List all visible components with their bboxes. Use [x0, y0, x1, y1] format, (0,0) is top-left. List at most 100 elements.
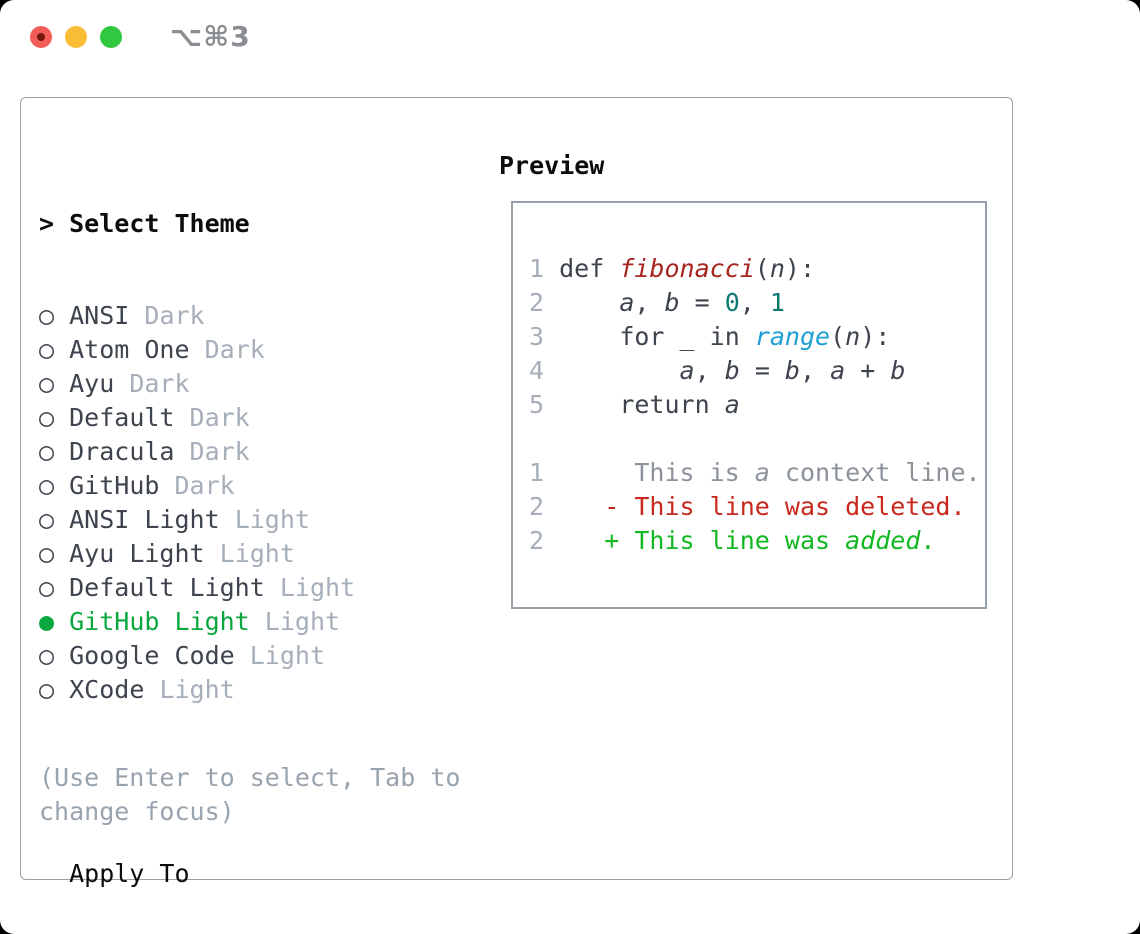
theme-picker-panel: > Select Theme ○ ANSI Dark○ Atom One Dar… — [20, 97, 1013, 888]
theme-name: ANSI — [69, 301, 130, 330]
line-number: 2 — [529, 526, 545, 555]
line-number: 3 — [529, 322, 545, 351]
theme-option-github-light[interactable]: ● GitHub Light Light — [39, 605, 355, 639]
code-segment: a — [619, 288, 635, 317]
code-segment: This is — [544, 458, 755, 487]
theme-variant-tag: Light — [264, 607, 341, 636]
theme-variant-tag: Dark — [144, 301, 205, 330]
theme-name: ANSI Light — [69, 505, 220, 534]
code-segment: n — [845, 322, 861, 351]
preview-header: Preview — [499, 151, 605, 180]
theme-option-ansi-light[interactable]: ○ ANSI Light Light — [39, 503, 355, 537]
code-segment — [544, 492, 604, 521]
code-line: 2 + This line was added. — [529, 524, 985, 558]
prompt-caret: > — [39, 209, 70, 238]
code-segment: range — [754, 322, 831, 351]
radio-unselected-icon: ○ — [39, 505, 55, 534]
code-segment: b — [664, 288, 680, 317]
code-segment: , — [799, 356, 831, 385]
theme-name: Atom One — [69, 335, 190, 364]
code-segment: + This line was — [604, 526, 846, 555]
theme-list: ○ ANSI Dark○ Atom One Dark○ Ayu Dark○ De… — [39, 299, 355, 707]
close-button[interactable] — [30, 26, 52, 48]
modified-indicator-dot — [37, 33, 45, 41]
code-line: 2 - This line was deleted. — [529, 490, 985, 524]
code-segment: ( — [754, 254, 770, 283]
theme-option-ayu[interactable]: ○ Ayu Dark — [39, 367, 355, 401]
code-segment: = — [679, 288, 725, 317]
line-number: 2 — [529, 492, 545, 521]
radio-unselected-icon: ○ — [39, 641, 55, 670]
code-segment: b — [784, 356, 800, 385]
radio-unselected-icon: ○ — [39, 335, 55, 364]
code-segment: . — [920, 526, 936, 555]
theme-name: Dracula — [69, 437, 175, 466]
code-segment — [544, 356, 679, 385]
code-segment: _ — [679, 322, 695, 351]
line-number: 1 — [529, 254, 545, 283]
code-line: 1 def fibonacci(n): — [529, 252, 985, 286]
titlebar: ⌥⌘3 — [0, 0, 1140, 97]
theme-variant-tag: Dark — [189, 437, 250, 466]
theme-variant-tag: Dark — [129, 369, 190, 398]
theme-variant-tag: Dark — [204, 335, 265, 364]
theme-option-ansi[interactable]: ○ ANSI Dark — [39, 299, 355, 333]
theme-name: Ayu — [69, 369, 115, 398]
theme-option-default-light[interactable]: ○ Default Light Light — [39, 571, 355, 605]
radio-unselected-icon: ○ — [39, 437, 55, 466]
theme-option-ayu-light[interactable]: ○ Ayu Light Light — [39, 537, 355, 571]
radio-unselected-icon: ○ — [39, 675, 55, 704]
code-segment: , — [694, 356, 725, 385]
code-segment: a — [724, 390, 740, 419]
minimize-button[interactable] — [65, 26, 87, 48]
code-segment: b — [890, 356, 906, 385]
code-line: 5 return a — [529, 388, 985, 422]
code-segment: a — [679, 356, 695, 385]
theme-option-dracula[interactable]: ○ Dracula Dark — [39, 435, 355, 469]
theme-option-xcode[interactable]: ○ XCode Light — [39, 673, 355, 707]
code-segment: = — [739, 356, 785, 385]
code-segment: ): — [784, 254, 816, 283]
line-number: 1 — [529, 458, 545, 487]
maximize-button[interactable] — [100, 26, 122, 48]
theme-option-google-code[interactable]: ○ Google Code Light — [39, 639, 355, 673]
code-segment — [544, 526, 604, 555]
code-segment: added — [845, 526, 921, 555]
code-line: 4 a, b = b, a + b — [529, 354, 985, 388]
theme-variant-tag: Light — [159, 675, 235, 704]
select-theme-header: > Select Theme — [39, 209, 250, 238]
code-segment — [544, 288, 619, 317]
theme-name: Ayu Light — [69, 539, 205, 568]
theme-name: XCode — [69, 675, 145, 704]
code-segment: a — [754, 458, 770, 487]
theme-option-atom-one[interactable]: ○ Atom One Dark — [39, 333, 355, 367]
theme-option-default[interactable]: ○ Default Dark — [39, 401, 355, 435]
theme-variant-tag: Light — [279, 573, 356, 602]
theme-name: GitHub — [69, 471, 160, 500]
apply-to-header: Apply To — [69, 859, 190, 888]
theme-variant-tag: Light — [219, 539, 295, 568]
line-number: 4 — [529, 356, 545, 385]
theme-name: Default — [69, 403, 175, 432]
code-segment: , — [739, 288, 770, 317]
theme-variant-tag: Light — [249, 641, 326, 670]
code-line: 2 a, b = 0, 1 — [529, 286, 985, 320]
code-segment: return — [544, 390, 725, 419]
line-number: 5 — [529, 390, 545, 419]
code-segment: b — [724, 356, 740, 385]
code-segment: , — [634, 288, 665, 317]
theme-variant-tag: Dark — [189, 403, 250, 432]
keyboard-hint: (Use Enter to select, Tab to change focu… — [39, 763, 461, 826]
line-number: 2 — [529, 288, 545, 317]
code-segment: a — [830, 356, 846, 385]
window-title: ⌥⌘3 — [170, 20, 251, 53]
code-segment: - This line was deleted. — [604, 492, 966, 521]
radio-selected-icon: ● — [39, 607, 55, 636]
code-segment: ( — [830, 322, 846, 351]
theme-option-github[interactable]: ○ GitHub Dark — [39, 469, 355, 503]
code-segment: fibonacci — [619, 254, 755, 283]
code-segment: for — [544, 322, 680, 351]
